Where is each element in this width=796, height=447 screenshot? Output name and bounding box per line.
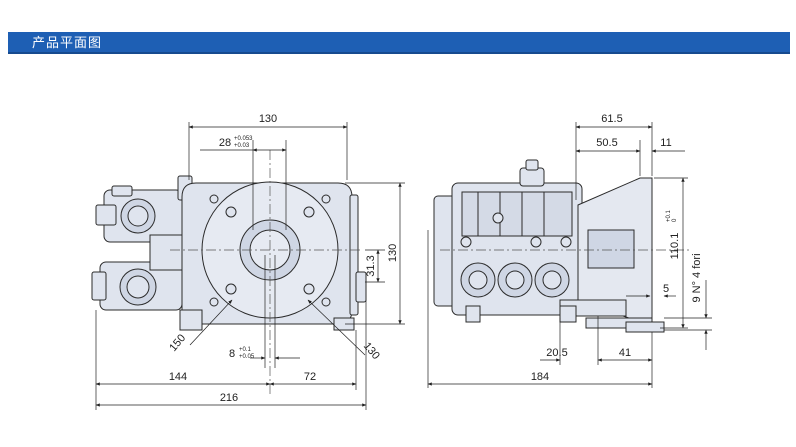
dim-right-height: 130 [387, 244, 399, 262]
dim-shaft-height: 110.1 [669, 233, 681, 260]
dim-left-part: 144 [169, 371, 187, 383]
dim-shaft-tol-lower: 0 [672, 218, 678, 222]
dim-flange: 61.5 [601, 113, 622, 125]
dim-right-part: 72 [304, 371, 316, 383]
dim-total-length: 184 [531, 371, 549, 383]
dim-key-tol-lower: +0.05 [239, 354, 255, 360]
header-bar: 产品平面图 [8, 32, 790, 54]
dim-flange-inner: 50.5 [596, 137, 617, 149]
dim-diag-right: 130 [361, 340, 382, 362]
dim-total-width: 216 [220, 392, 238, 404]
dim-key: 8 [229, 348, 235, 360]
dim-flange-thk: 11 [660, 137, 671, 149]
dim-bore-tol-lower: +0.03 [234, 143, 250, 149]
dim-small: 5 [663, 283, 669, 295]
dim-holes: 9 N° 4 fori [691, 253, 703, 302]
dim-base-length: 41 [619, 347, 631, 359]
side-view-pump [433, 159, 665, 333]
dim-bore: 28 [219, 137, 231, 149]
page-title: 产品平面图 [32, 35, 103, 50]
dim-diag-left: 150 [167, 332, 188, 354]
front-view-pump [91, 175, 367, 331]
dim-shaft-offset: 31.3 [365, 255, 377, 276]
dim-base-offset: 20.5 [546, 347, 567, 359]
dim-key-tol-upper: +0.1 [239, 347, 252, 353]
dim-shaft-tol-upper: +0.1 [666, 209, 672, 222]
dim-bore-tol-upper: +0.053 [234, 136, 253, 142]
dim-top-width: 130 [259, 113, 277, 125]
